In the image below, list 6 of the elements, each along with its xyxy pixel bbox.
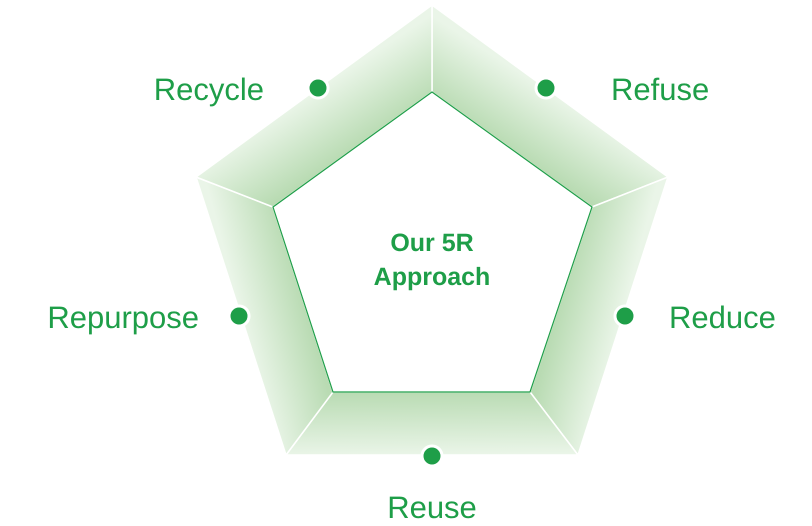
stage-label: Reduce [669,300,776,336]
stage-label: Repurpose [47,300,199,336]
stage-label: Refuse [611,72,710,108]
stage-label: Recycle [154,72,264,108]
center-title: Our 5R Approach [372,228,492,293]
stage-label: Reuse [387,490,477,526]
